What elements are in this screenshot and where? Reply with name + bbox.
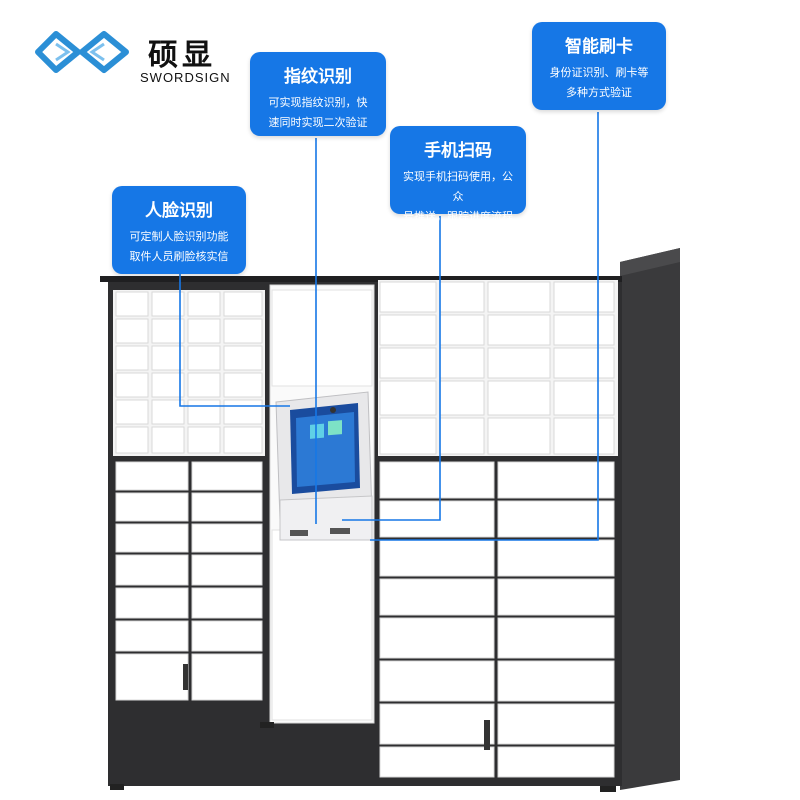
- callout-smartcard-desc-line2: 多种方式验证: [566, 86, 632, 99]
- callout-smartcard-title: 智能刷卡: [565, 37, 633, 57]
- callout-mobile-scan-desc: 实现手机扫码使用，公众 号推送，跟踪进度流程: [390, 167, 526, 227]
- callout-face-recognition-desc: 可定制人脸识别功能 取件人员刷脸核实信: [112, 227, 246, 267]
- camera-icon: [330, 407, 336, 413]
- fingerprint-scanner-icon: [290, 530, 308, 536]
- brand-name-en: SWORDSIGN: [140, 70, 231, 85]
- callout-fingerprint-title: 指纹识别: [284, 67, 352, 87]
- swordsign-logo-icon: [35, 31, 129, 73]
- lock-keypad-icon-right: [484, 720, 490, 750]
- callout-smartcard-desc: 身份证识别、刷卡等 多种方式验证: [532, 63, 666, 103]
- callout-fingerprint-desc-line1: 可实现指纹识别，快: [268, 96, 368, 109]
- card-reader-icon: [330, 528, 350, 534]
- callout-face-recognition-desc-line1: 可定制人脸识别功能: [129, 230, 229, 243]
- center-control-cabinet: [269, 284, 375, 724]
- callout-face-recognition-desc-line2: 取件人员刷脸核实信: [129, 250, 229, 263]
- callout-mobile-scan-desc-line1: 实现手机扫码使用，公众: [403, 170, 513, 203]
- callout-smartcard-desc-line1: 身份证识别、刷卡等: [549, 66, 649, 79]
- lock-keypad-icon: [183, 664, 188, 690]
- callout-connectors: [179, 112, 599, 541]
- callout-mobile-scan-title: 手机扫码: [424, 141, 492, 161]
- callout-smartcard: 智能刷卡 身份证识别、刷卡等 多种方式验证: [532, 22, 666, 110]
- brand-name-cn: 硕显: [148, 38, 216, 73]
- callout-face-recognition-title: 人脸识别: [145, 201, 213, 221]
- cabinet-side-panel: [620, 248, 680, 790]
- brand-logo: [30, 22, 260, 92]
- callout-mobile-scan-desc-line2: 号推送，跟踪进度流程: [403, 210, 513, 223]
- right-cabinet: [378, 280, 618, 778]
- callout-fingerprint-desc-line2: 速同时实现二次验证: [268, 116, 368, 129]
- left-cabinet: [113, 290, 265, 701]
- callout-face-recognition: 人脸识别 可定制人脸识别功能 取件人员刷脸核实信: [112, 186, 246, 274]
- callout-fingerprint: 指纹识别 可实现指纹识别，快 速同时实现二次验证: [250, 52, 386, 136]
- callout-fingerprint-desc: 可实现指纹识别，快 速同时实现二次验证: [250, 93, 386, 133]
- callout-mobile-scan: 手机扫码 实现手机扫码使用，公众 号推送，跟踪进度流程: [390, 126, 526, 223]
